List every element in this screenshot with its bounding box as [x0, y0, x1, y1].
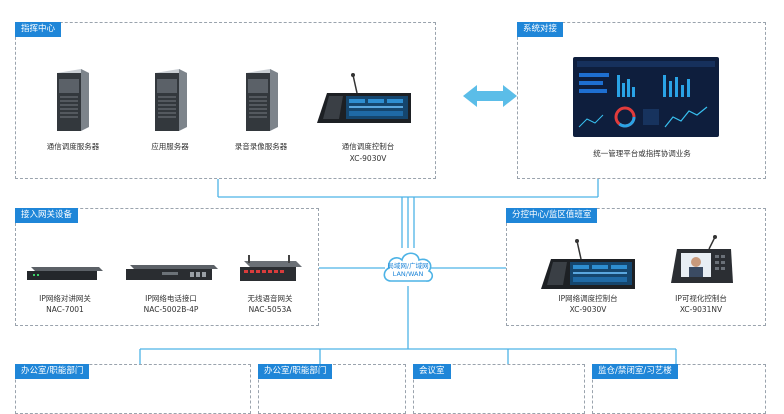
device-name: 通信调度控制台 [341, 142, 395, 151]
meeting-room-panel: 会议室 [413, 364, 585, 414]
network-label: 局域网/广域网 [387, 262, 429, 270]
network-label-en: LAN/WAN [392, 270, 424, 278]
dispatch-console-icon [541, 239, 635, 289]
panel-title: 监仓/禁闭室/习艺楼 [592, 364, 678, 379]
device-model: XC-9031NV [679, 305, 723, 314]
device-name: 通信调度服务器 [46, 142, 100, 151]
cell-area-panel: 监仓/禁闭室/习艺楼 [592, 364, 766, 414]
device-name: IP网络对讲网关 [39, 294, 91, 303]
command-center-panel: 指挥中心 通信调度服务器 应用服务器 [15, 22, 436, 179]
integration-caption: 统一管理平台或指挥协调业务 [593, 149, 691, 158]
rack-gateway-icon [27, 267, 103, 280]
panel-title: 办公室/职能部门 [258, 364, 333, 379]
bidirectional-arrow [463, 85, 517, 107]
cloud-icon [383, 252, 434, 282]
device-name: IP可视化控制台 [675, 294, 727, 303]
panel-title: 系统对接 [517, 22, 564, 37]
wireless-gateway-icon [240, 255, 302, 281]
gateway-access-panel: 接入网关设备 IP网络对讲网关 NAC-7001 IP网络电话接口 NAC-50… [15, 208, 319, 326]
rack-gateway-icon [126, 265, 218, 280]
panel-title: 办公室/职能部门 [15, 364, 90, 379]
panel-title: 会议室 [413, 364, 451, 379]
office-panel: 办公室/职能部门 [15, 364, 251, 414]
device-name: IP网络电话接口 [145, 294, 197, 303]
network-cloud: 局域网/广域网 LAN/WAN [381, 247, 435, 287]
device-model: NAC-7001 [46, 305, 84, 314]
network-lines [139, 85, 677, 364]
device-name: 录音录像服务器 [234, 142, 288, 151]
device-model: XC-9030V [349, 154, 387, 163]
device-model: NAC-5002B-4P [143, 305, 199, 314]
dispatch-console-icon [317, 73, 411, 123]
device-model: NAC-5053A [248, 305, 292, 314]
video-phone-icon [671, 235, 733, 283]
panel-title: 分控中心/监区值班室 [506, 208, 598, 223]
tower-server-icon [246, 69, 278, 131]
device-name: 应用服务器 [151, 142, 189, 151]
tower-server-icon [57, 69, 89, 131]
panel-title: 指挥中心 [15, 22, 62, 37]
branch-center-panel: 分控中心/监区值班室 IP网络调度控制台 XC-9030V IP可视化控制台 X… [506, 208, 766, 326]
device-model: XC-9030V [569, 305, 607, 314]
system-integration-panel: 系统对接 统一管理平台或指挥协调业务 [517, 22, 766, 179]
device-name: IP网络调度控制台 [558, 294, 618, 303]
dashboard-screen-icon [573, 57, 719, 137]
office-panel: 办公室/职能部门 [258, 364, 406, 414]
device-name: 无线语音网关 [247, 294, 293, 303]
panel-title: 接入网关设备 [15, 208, 79, 223]
tower-server-icon [155, 69, 187, 131]
